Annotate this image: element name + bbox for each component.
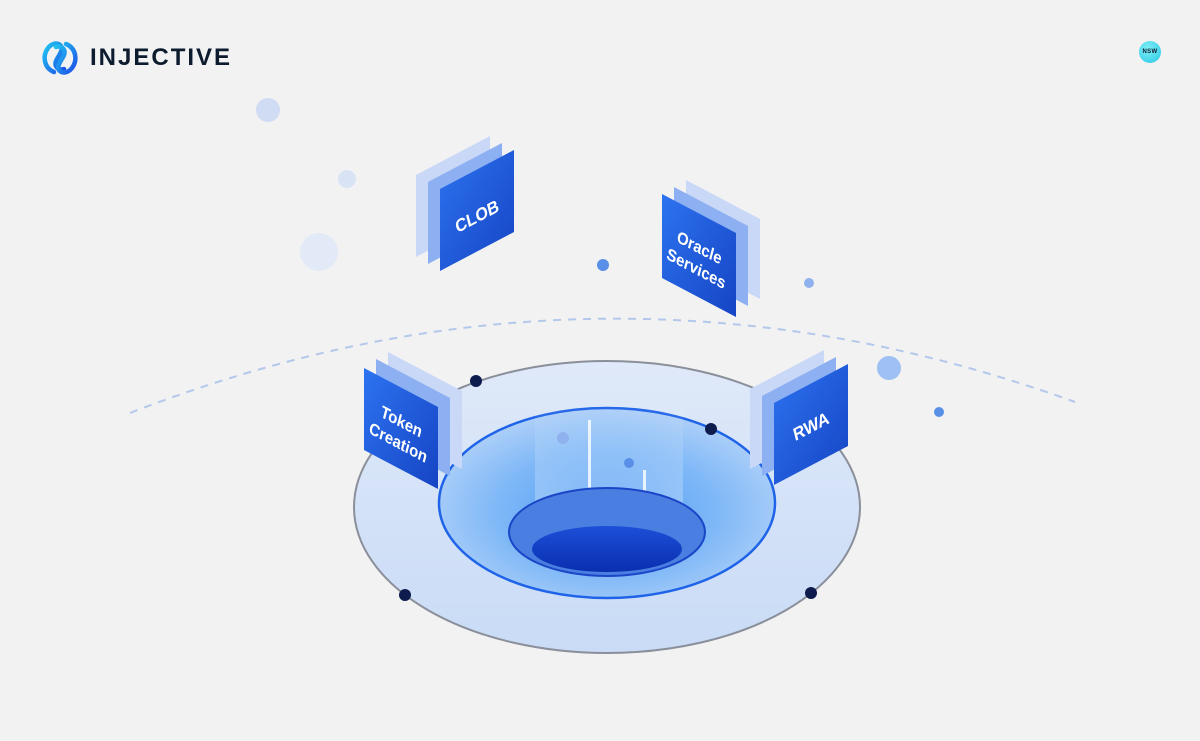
module-card-clob: CLOB — [416, 136, 514, 271]
central-pit — [508, 487, 706, 577]
connector-lines — [403, 270, 813, 586]
nsw-badge: NSW — [1139, 41, 1161, 63]
module-card-oracle-services: Oracle Services — [662, 180, 760, 317]
brand-name: INJECTIVE — [90, 44, 233, 71]
floating-bubbles — [256, 98, 944, 417]
connector-dots — [399, 375, 817, 601]
injective-logo-icon — [42, 41, 78, 75]
orbit-arc — [129, 317, 1076, 414]
brand-header: INJECTIVE — [40, 38, 232, 78]
module-card-token-creation: Token Creation — [364, 352, 462, 489]
module-card-rwa: RWA — [750, 350, 848, 485]
